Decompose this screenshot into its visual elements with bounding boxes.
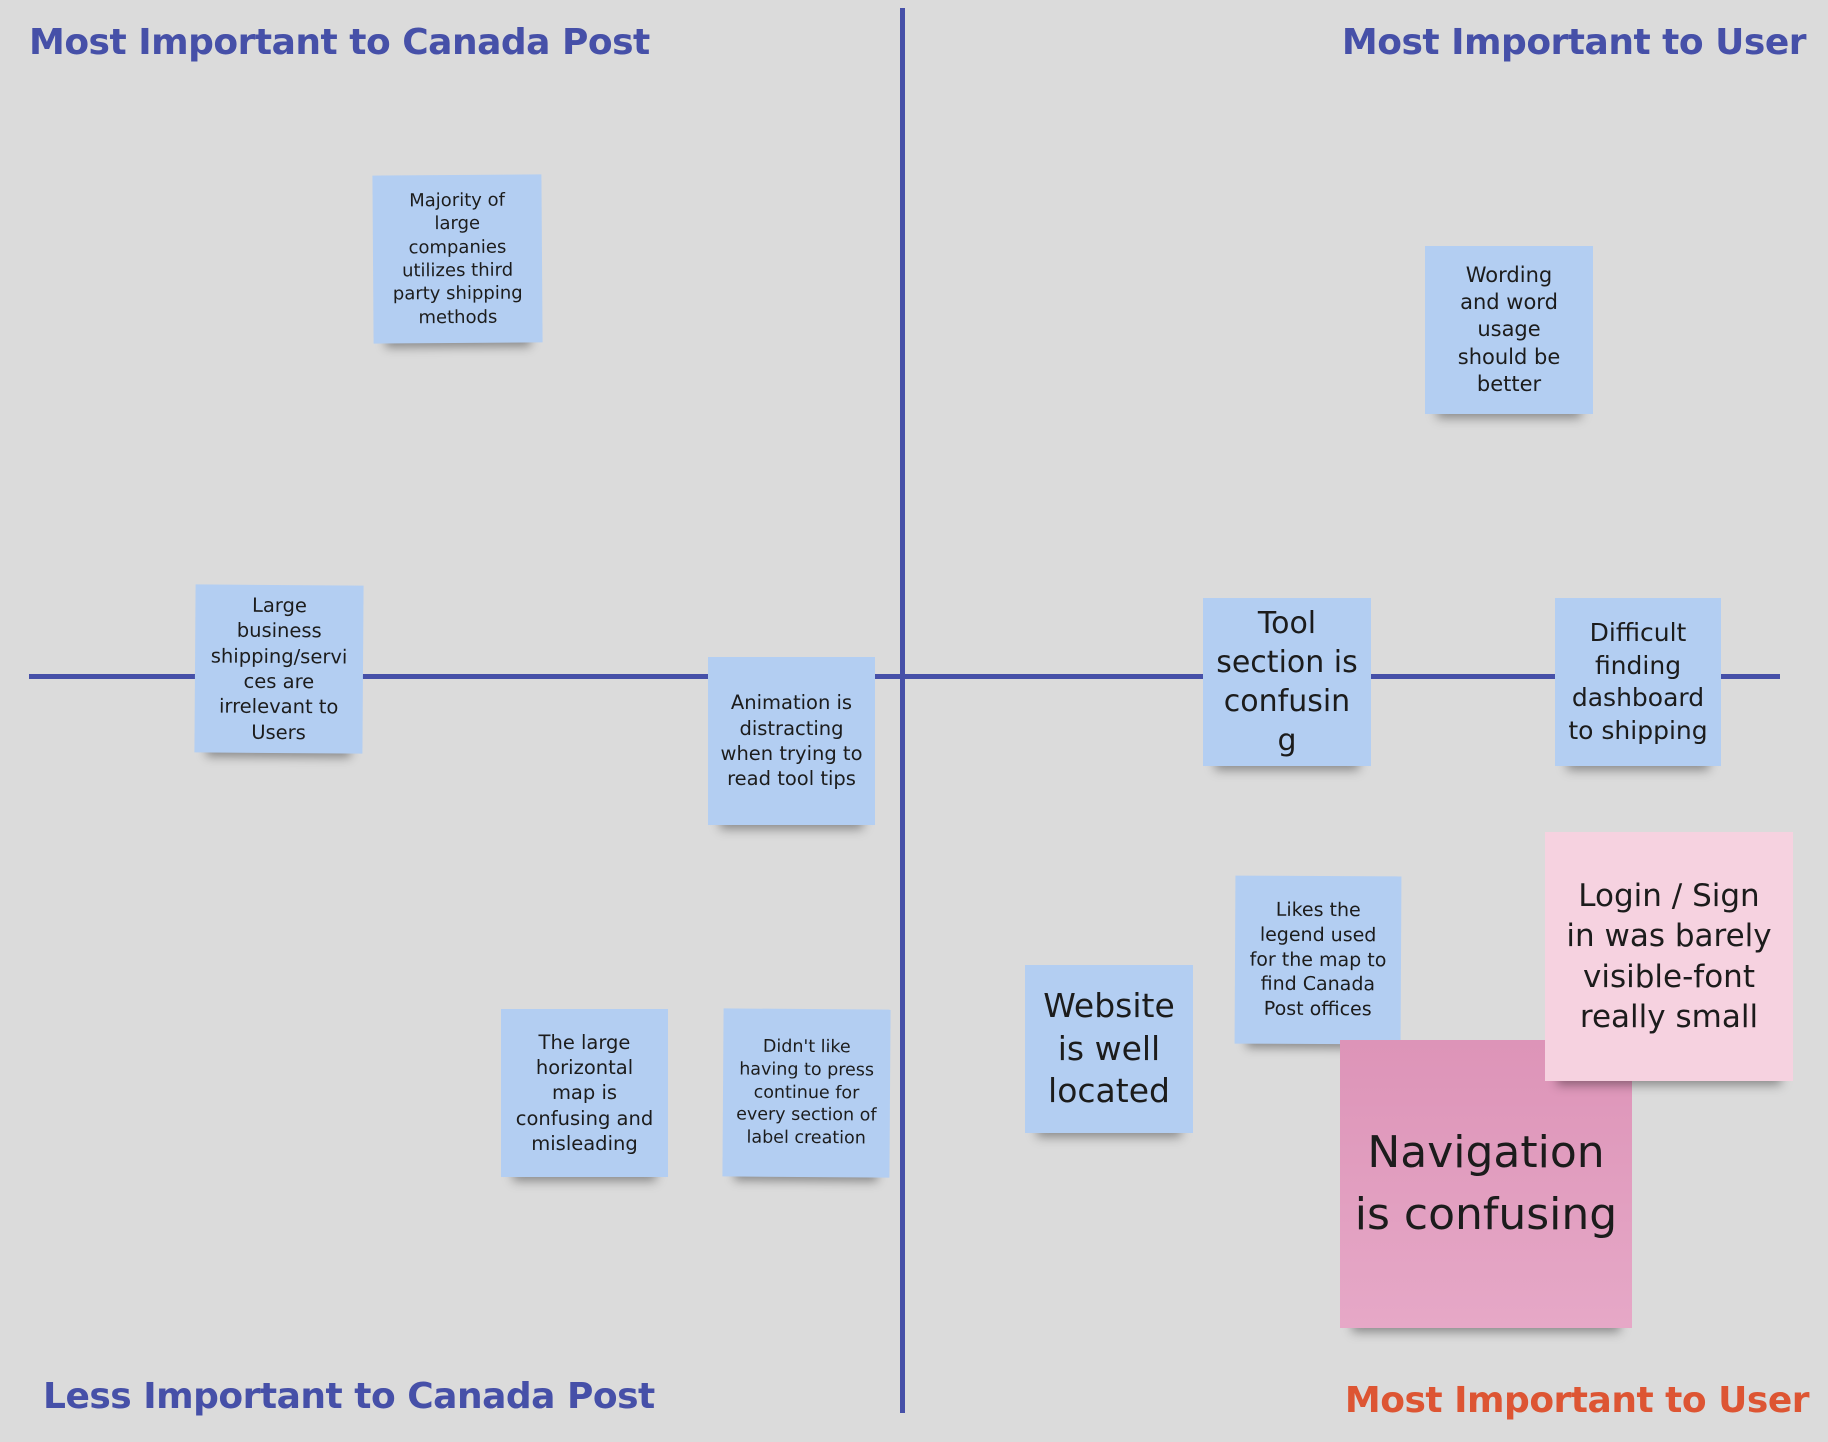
label-bottom-left: Less Important to Canada Post	[43, 1376, 655, 1417]
label-top-left: Most Important to Canada Post	[29, 22, 650, 63]
sticky-note-text: Didn't like having to press continue for…	[736, 1036, 877, 1149]
sticky-note-text: Difficult finding dashboard to shipping	[1568, 618, 1708, 745]
sticky-note-likes-legend[interactable]: Likes the legend used for the map to fin…	[1234, 875, 1402, 1045]
sticky-note-large-business-shipping[interactable]: Large business shipping/services are irr…	[194, 584, 364, 754]
sticky-note-text: The large horizontal map is confusing an…	[515, 1030, 654, 1156]
sticky-note-navigation-confusing[interactable]: Navigation is confusing	[1340, 1040, 1632, 1328]
sticky-note-text: Majority of large companies utilizes thi…	[392, 189, 523, 329]
vertical-axis	[900, 8, 905, 1413]
sticky-note-text: Tool section is confusing	[1216, 606, 1358, 758]
sticky-note-text: Wording and word usage should be better	[1457, 262, 1561, 396]
label-bottom-right: Most Important to User	[1344, 1380, 1810, 1421]
horizontal-axis	[29, 674, 1780, 679]
sticky-note-login-sign-in[interactable]: Login / Sign in was barely visible-font …	[1545, 832, 1793, 1081]
sticky-note-text: Login / Sign in was barely visible-font …	[1566, 877, 1772, 1035]
sticky-note-text: Large business shipping/services are irr…	[210, 593, 348, 744]
sticky-note-large-horizontal-map[interactable]: The large horizontal map is confusing an…	[501, 1009, 668, 1177]
sticky-note-animation-distracting[interactable]: Animation is distracting when trying to …	[708, 657, 875, 825]
sticky-note-majority-large-companies[interactable]: Majority of large companies utilizes thi…	[372, 174, 543, 344]
sticky-note-wording-word-usage[interactable]: Wording and word usage should be better	[1425, 246, 1593, 414]
sticky-note-didnt-like-continue[interactable]: Didn't like having to press continue for…	[722, 1008, 891, 1178]
sticky-note-text: Likes the legend used for the map to fin…	[1249, 899, 1387, 1021]
label-top-right: Most Important to User	[1341, 22, 1807, 63]
sticky-note-difficult-finding-dashboard[interactable]: Difficult finding dashboard to shipping	[1555, 598, 1721, 766]
sticky-note-text: Animation is distracting when trying to …	[720, 691, 863, 791]
sticky-note-text: Navigation is confusing	[1354, 1127, 1618, 1240]
sticky-note-tool-section-confusing[interactable]: Tool section is confusing	[1203, 598, 1371, 766]
sticky-note-website-well-located[interactable]: Website is well located	[1025, 965, 1193, 1133]
sticky-note-text: Website is well located	[1043, 985, 1175, 1111]
